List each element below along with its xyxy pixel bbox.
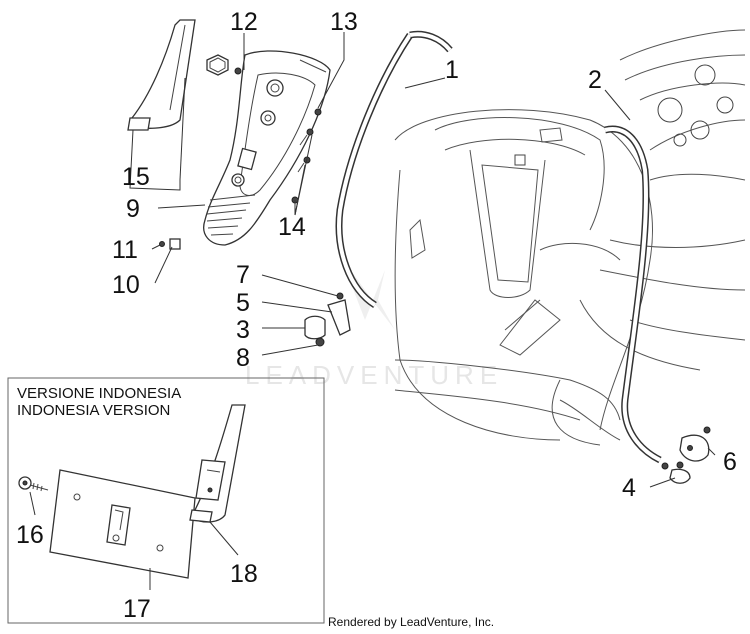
label-11: 11	[112, 236, 138, 264]
footer-credit: Rendered by LeadVenture, Inc.	[328, 615, 494, 629]
watermark-logo-icon	[340, 255, 395, 330]
part-16-screw	[18, 476, 49, 492]
label-9: 9	[126, 195, 140, 223]
label-13: 13	[330, 8, 358, 36]
label-18: 18	[230, 560, 258, 588]
part-12-nut	[206, 54, 242, 76]
part-2-trim-strip-right	[604, 125, 662, 464]
inset-title-line2: INDONESIA VERSION	[17, 402, 170, 419]
label-10: 10	[112, 271, 140, 299]
inset-indonesia-version: VERSIONE INDONESIA INDONESIA VERSION	[7, 377, 325, 624]
label-1: 1	[445, 56, 459, 84]
front-shield-body	[394, 29, 746, 446]
label-17: 17	[123, 595, 151, 623]
part-13-screw	[314, 108, 322, 116]
part-18-chrome-strip	[189, 404, 246, 523]
part-15-chrome-strip	[127, 19, 196, 131]
leader-lines	[129, 32, 716, 488]
watermark-text: LEADVENTURE	[245, 360, 503, 390]
inset-frame	[7, 377, 325, 624]
label-7: 7	[236, 261, 250, 289]
bracket-cluster-left	[304, 292, 351, 347]
label-12: 12	[230, 8, 258, 36]
watermark: LEADVENTURE	[245, 255, 503, 390]
part-1-trim-strip-left	[335, 30, 453, 308]
label-16: 16	[16, 521, 44, 549]
part-10-11-fasteners	[159, 238, 181, 250]
label-2: 2	[588, 66, 602, 94]
label-14: 14	[278, 213, 306, 241]
part-17-license-plate	[49, 469, 196, 579]
label-3: 3	[236, 316, 250, 344]
label-15: 15	[122, 163, 150, 191]
label-5: 5	[236, 289, 250, 317]
horn-grille	[206, 194, 256, 236]
callout-labels: 1 2 3 4 5 6 7 8 9 10 11 12 13 14 15	[112, 8, 737, 502]
label-8: 8	[236, 344, 250, 372]
label-6: 6	[723, 448, 737, 476]
inset-title-line1: VERSIONE INDONESIA	[17, 385, 181, 402]
bracket-cluster-right	[661, 426, 711, 484]
label-4: 4	[622, 474, 636, 502]
part-9-horn-cover	[203, 50, 331, 246]
